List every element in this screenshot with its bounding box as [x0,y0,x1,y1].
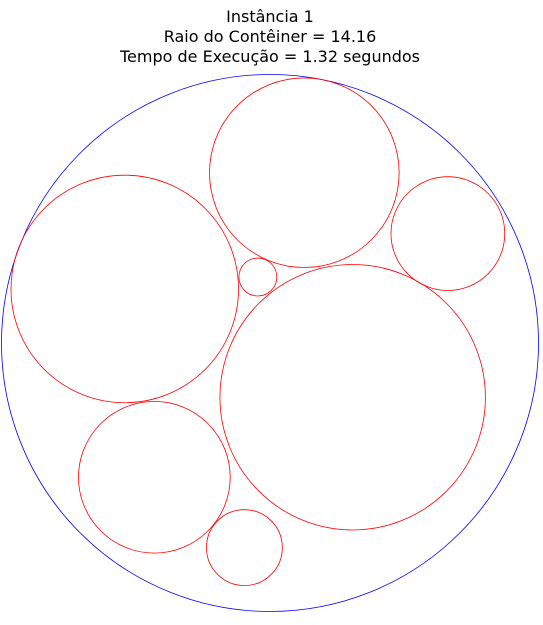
packed-circle-3 [209,77,400,268]
container-circle [1,74,539,612]
title-execution-time: Tempo de Execução = 1.32 segundos [119,47,421,66]
packed-circle-7 [238,257,278,297]
title-instance: Instância 1 [226,7,314,26]
title-container-radius: Raio do Contêiner = 14.16 [163,27,377,46]
packed-circle-4 [390,176,506,291]
packed-circle-5 [78,401,231,554]
figure-title: Instância 1 Raio do Contêiner = 14.16 Te… [0,7,540,67]
packed-circle-6 [206,509,283,586]
packed-circles-group [10,77,506,586]
packed-circle-1 [10,174,239,404]
packed-circle-2 [219,264,486,531]
